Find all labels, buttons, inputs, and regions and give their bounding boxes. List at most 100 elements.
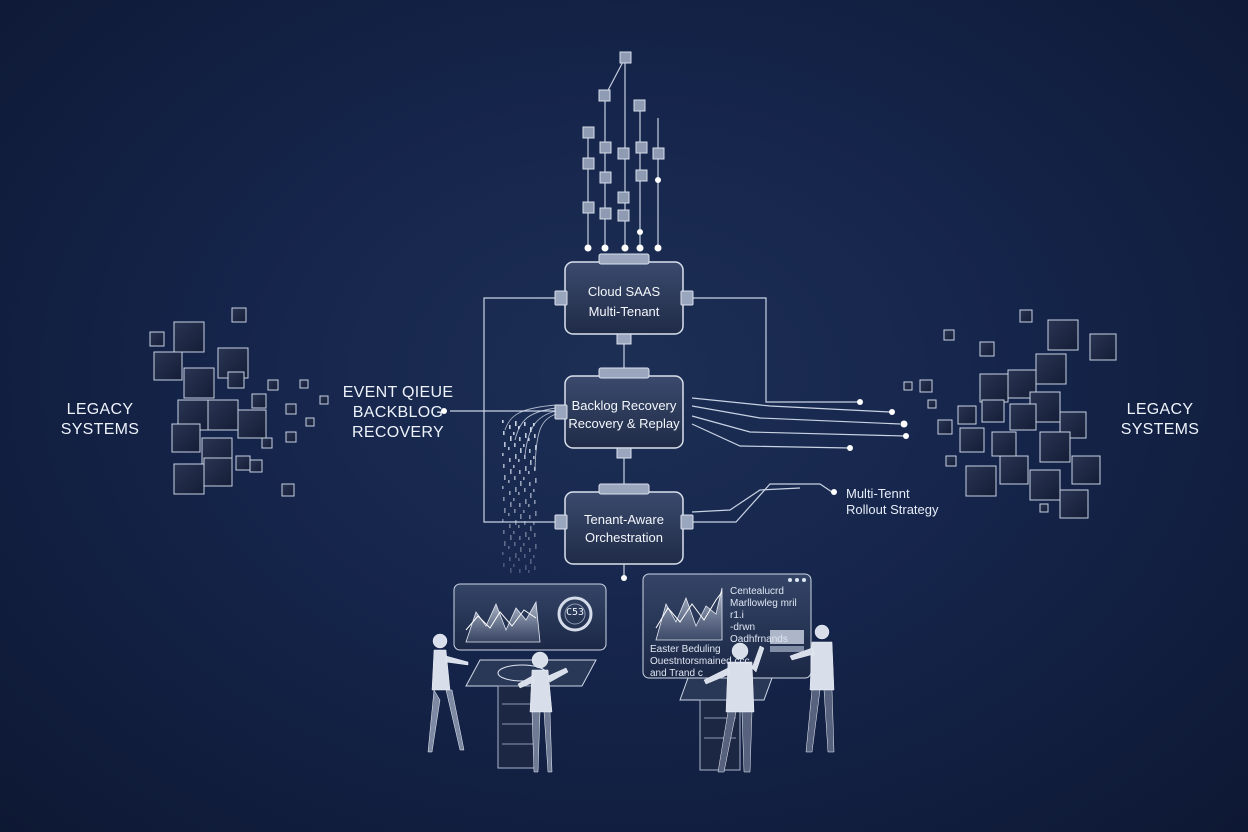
data-cube	[927, 399, 937, 409]
data-cube	[937, 419, 953, 435]
data-particle	[520, 547, 522, 552]
data-particle	[503, 464, 505, 468]
data-particle	[503, 431, 505, 435]
node-backlog-recovery-label: Backlog Recovery Recovery & Replay	[568, 398, 680, 432]
data-particle	[534, 500, 536, 504]
data-particle	[523, 543, 525, 546]
data-particle	[515, 454, 517, 459]
data-blocks	[582, 51, 665, 222]
data-particle	[534, 467, 536, 471]
data-particle	[504, 541, 506, 546]
data-particle	[510, 535, 512, 540]
data-particle	[514, 542, 516, 546]
data-cube	[1089, 333, 1117, 361]
data-particle	[502, 453, 504, 456]
data-cube	[1071, 455, 1101, 485]
data-cube	[285, 403, 297, 415]
data-cube	[203, 457, 233, 487]
data-particle	[508, 447, 510, 450]
node-tenant-orchestration[interactable]	[554, 483, 694, 565]
data-cube	[979, 373, 1009, 403]
data-particle	[502, 486, 504, 489]
data-rain	[502, 420, 537, 573]
data-cube	[183, 367, 215, 399]
data-particle	[535, 445, 537, 450]
data-cube	[979, 341, 995, 357]
data-cube	[249, 459, 263, 473]
data-cube	[305, 417, 315, 427]
data-particle	[530, 526, 532, 531]
data-cube	[261, 437, 273, 449]
data-cube	[945, 455, 957, 467]
data-cube	[285, 431, 297, 443]
data-cube	[231, 307, 247, 323]
data-particle	[525, 466, 527, 471]
person-woman-left	[427, 633, 469, 753]
data-particle	[518, 558, 520, 561]
data-particle	[525, 565, 527, 570]
data-particle	[525, 433, 527, 438]
person-woman-center	[517, 651, 569, 773]
data-particle	[515, 553, 517, 558]
data-particle	[504, 475, 506, 480]
data-particle	[535, 544, 537, 549]
data-particle	[523, 477, 525, 480]
data-particle	[524, 488, 526, 492]
right-cube-cluster	[903, 309, 1117, 519]
data-cube	[1059, 411, 1087, 439]
legacy-systems-right-label: LEGACY SYSTEMS	[1120, 401, 1200, 438]
data-particle	[503, 497, 505, 501]
data-cube	[267, 379, 279, 391]
person-man-right	[789, 624, 835, 753]
data-particle	[508, 480, 510, 483]
data-particle	[503, 563, 505, 567]
gauge-readout: C53	[565, 607, 585, 618]
data-cube	[903, 381, 913, 391]
data-particle	[503, 530, 505, 534]
data-particle	[524, 554, 526, 558]
data-particle	[504, 508, 506, 513]
data-particle	[523, 444, 525, 447]
data-particle	[528, 537, 530, 540]
data-cube	[237, 409, 267, 439]
data-particle	[518, 459, 520, 462]
data-cube	[981, 399, 1005, 423]
data-particle	[530, 493, 532, 498]
node-backlog-recovery[interactable]	[554, 367, 684, 459]
data-particle	[535, 511, 537, 516]
data-cube	[173, 463, 205, 495]
left-console	[465, 659, 597, 769]
data-particle	[510, 469, 512, 474]
data-cube	[227, 371, 245, 389]
data-particle	[519, 437, 521, 441]
right-panel-title: Centealucrd Marllowleg mril r1.i -drwn O…	[730, 586, 797, 645]
data-particle	[518, 492, 520, 495]
data-particle	[518, 525, 520, 528]
data-particle	[533, 555, 535, 558]
data-particle	[533, 423, 535, 426]
data-cube	[999, 455, 1029, 485]
data-particle	[524, 455, 526, 459]
data-particle	[529, 482, 531, 486]
data-particle	[534, 566, 536, 570]
data-particle	[510, 436, 512, 441]
data-particle	[534, 434, 536, 438]
data-particle	[514, 509, 516, 513]
data-particle	[530, 460, 532, 465]
data-cube	[1035, 353, 1067, 385]
right-dashboard-panel	[642, 573, 812, 679]
right-panel-body: Easter Beduling Ouestntorsmained ccc and…	[650, 644, 750, 679]
data-cube	[957, 405, 977, 425]
data-cube	[1059, 489, 1089, 519]
data-particle	[520, 448, 522, 453]
data-cube	[1039, 431, 1071, 463]
data-cube	[171, 423, 201, 453]
event-queue-label: EVENT QIEUE BACKBLOG RECOVERY	[342, 384, 454, 441]
data-particle	[502, 552, 504, 555]
data-particle	[519, 536, 521, 540]
data-cube	[207, 399, 239, 431]
node-cloud-saas[interactable]	[554, 253, 694, 345]
data-particle	[529, 449, 531, 453]
rollout-strategy-label: Multi-Tennt Rollout Strategy	[846, 486, 939, 518]
